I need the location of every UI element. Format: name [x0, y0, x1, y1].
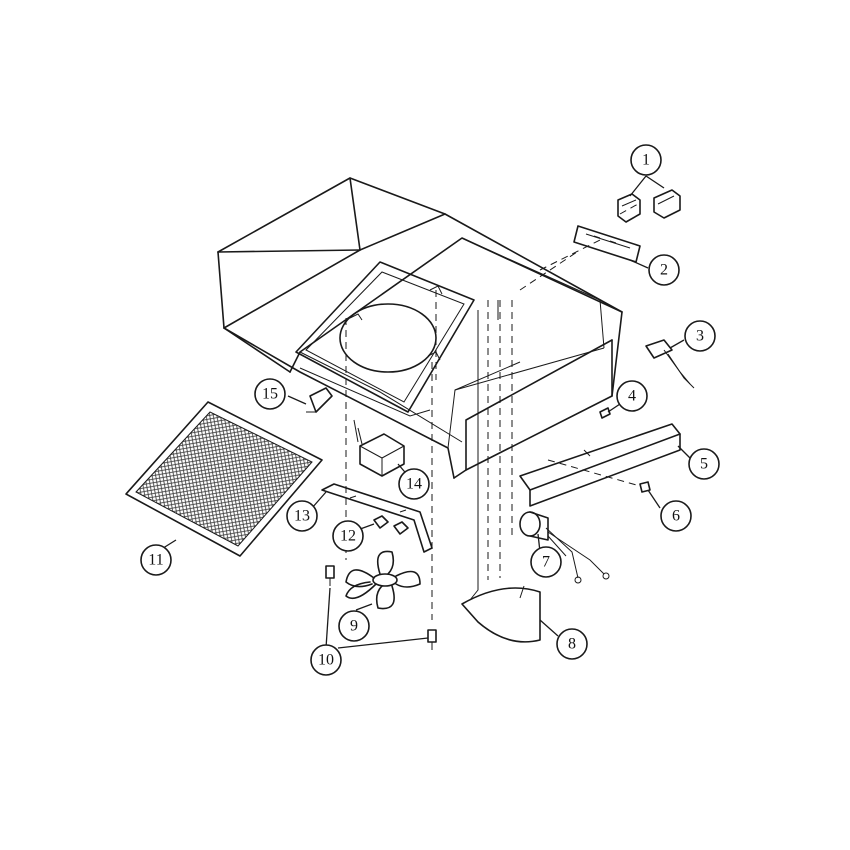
callout-11-label: 11	[148, 552, 163, 569]
callout-3: 3	[684, 320, 716, 352]
duct-damper	[461, 585, 541, 643]
callout-8: 8	[556, 628, 588, 660]
latch	[306, 387, 333, 413]
explode-lines	[345, 203, 641, 620]
callout-11: 11	[140, 544, 172, 576]
switch-assembly	[617, 189, 681, 223]
callout-2: 2	[648, 254, 680, 286]
callout-12-label: 12	[340, 528, 356, 545]
callout-10: 10	[310, 644, 342, 676]
callout-13: 13	[286, 500, 318, 532]
light-socket	[645, 339, 695, 389]
callout-14: 14	[398, 468, 430, 500]
light-cover	[519, 423, 681, 507]
screw-small	[599, 407, 611, 419]
motor	[353, 419, 405, 477]
grease-filter	[125, 401, 323, 557]
blower-opening	[339, 303, 437, 373]
callout-15: 15	[254, 378, 286, 410]
callout-3-label: 3	[696, 328, 704, 345]
callout-4-label: 4	[628, 388, 636, 405]
hood-housing	[217, 177, 623, 479]
callout-5: 5	[688, 448, 720, 480]
nuts	[373, 515, 409, 535]
callout-1-label: 1	[642, 152, 650, 169]
callout-1: 1	[630, 144, 662, 176]
callout-15-label: 15	[262, 386, 278, 403]
blower-mount-plate	[295, 261, 475, 417]
callout-12: 12	[332, 520, 364, 552]
switch-plate	[573, 225, 641, 263]
callout-6-label: 6	[672, 508, 680, 525]
screw-cover	[639, 481, 651, 493]
callout-7: 7	[530, 546, 562, 578]
callout-9-label: 9	[350, 618, 358, 635]
fan-blade	[345, 550, 421, 610]
callout-14-label: 14	[406, 476, 422, 493]
callout-4: 4	[616, 380, 648, 412]
callout-13-label: 13	[294, 508, 310, 525]
callout-6: 6	[660, 500, 692, 532]
duct-lines	[435, 290, 513, 601]
callout-10-label: 10	[318, 652, 334, 669]
callout-9: 9	[338, 610, 370, 642]
capacitor	[519, 511, 610, 584]
callout-7-label: 7	[542, 554, 550, 571]
motor-bracket	[321, 483, 433, 553]
callout-2-label: 2	[660, 262, 668, 279]
callout-5-label: 5	[700, 456, 708, 473]
callout-8-label: 8	[568, 636, 576, 653]
